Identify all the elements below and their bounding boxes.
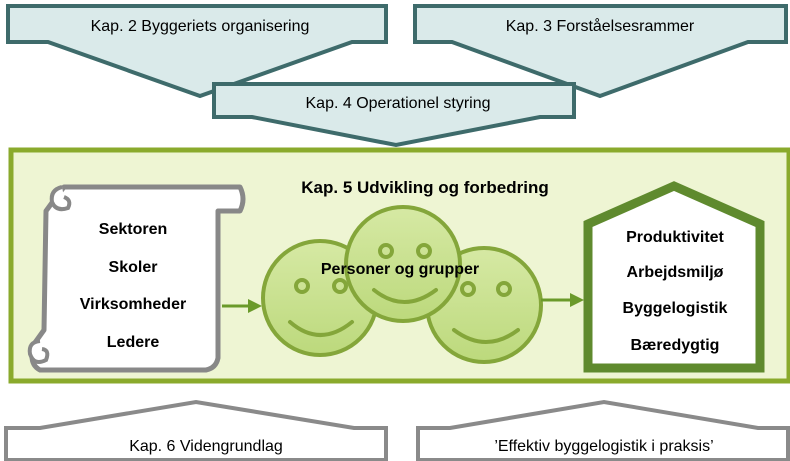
book-label: ’Effektiv byggelogistik i praksis’ xyxy=(494,438,713,455)
house-item-produktivitet: Produktivitet xyxy=(626,229,724,246)
chapter4-arrow: Kap. 4 Operationel styring xyxy=(212,82,576,148)
chapter3-arrow: Kap. 3 Forståelsesrammer xyxy=(413,4,788,99)
people-label: Personer og grupper xyxy=(321,261,479,278)
chapter4-label: Kap. 4 Operationel styring xyxy=(306,95,491,112)
scroll-item-virksomheder: Virksomheder xyxy=(80,296,186,313)
book-arrow: ’Effektiv byggelogistik i praksis’ xyxy=(416,399,790,461)
scroll-item-ledere: Ledere xyxy=(107,334,160,351)
chapter3-label: Kap. 3 Forståelsesrammer xyxy=(506,17,695,35)
panel-title: Kap. 5 Udvikling og forbedring xyxy=(301,178,548,197)
chapter2-label: Kap. 2 Byggeriets organisering xyxy=(91,18,310,35)
house-shape: Produktivitet Arbejdsmiljø Byggelogistik… xyxy=(583,181,765,373)
arrow-right-icon xyxy=(541,293,584,307)
smiley-face-center-icon xyxy=(344,205,462,323)
house-item-byggelogistik: Byggelogistik xyxy=(623,300,728,317)
scroll-shape: Sektoren Skoler Virksomheder Ledere xyxy=(27,184,246,373)
chapter6-label: Kap. 6 Videngrundlag xyxy=(129,438,283,455)
chapter2-arrow: Kap. 2 Byggeriets organisering xyxy=(6,4,388,99)
house-item-arbejdsmiljo: Arbejdsmiljø xyxy=(627,264,724,281)
scroll-item-sektoren: Sektoren xyxy=(99,221,167,238)
scroll-item-skoler: Skoler xyxy=(109,259,158,276)
house-item-baeredygtig: Bæredygtig xyxy=(631,337,720,354)
arrow-right-icon xyxy=(222,299,262,313)
chapter6-arrow: Kap. 6 Videngrundlag xyxy=(4,399,388,461)
